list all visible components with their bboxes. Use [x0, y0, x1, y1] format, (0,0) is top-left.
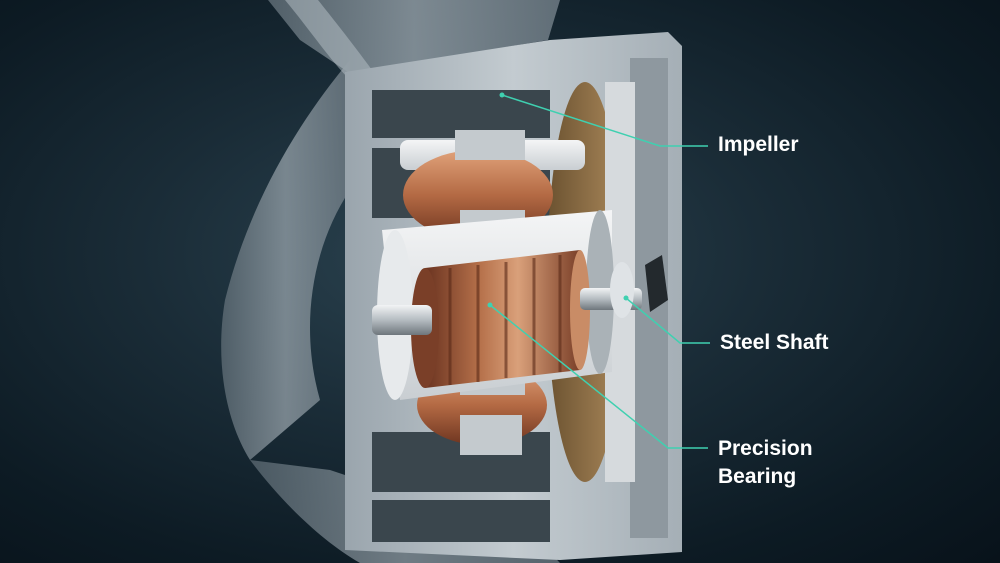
leader-lines: [487, 92, 710, 449]
precision-bearing-label-line2: Bearing: [718, 465, 797, 488]
steel-shaft-leader-line: [625, 297, 710, 344]
steel-shaft: [372, 255, 668, 335]
precision-bearing-leader-line: [489, 304, 708, 449]
precision-bearing-label-line1: Precision: [718, 437, 813, 460]
steel-shaft-label: Steel Shaft: [720, 331, 829, 354]
precision-bearing-label: Precision Bearing: [718, 435, 813, 491]
impeller-leader-line: [501, 94, 708, 147]
impeller-label: Impeller: [718, 133, 799, 156]
copper-rotor: [411, 250, 590, 388]
upper-stator-coil: [400, 130, 585, 240]
